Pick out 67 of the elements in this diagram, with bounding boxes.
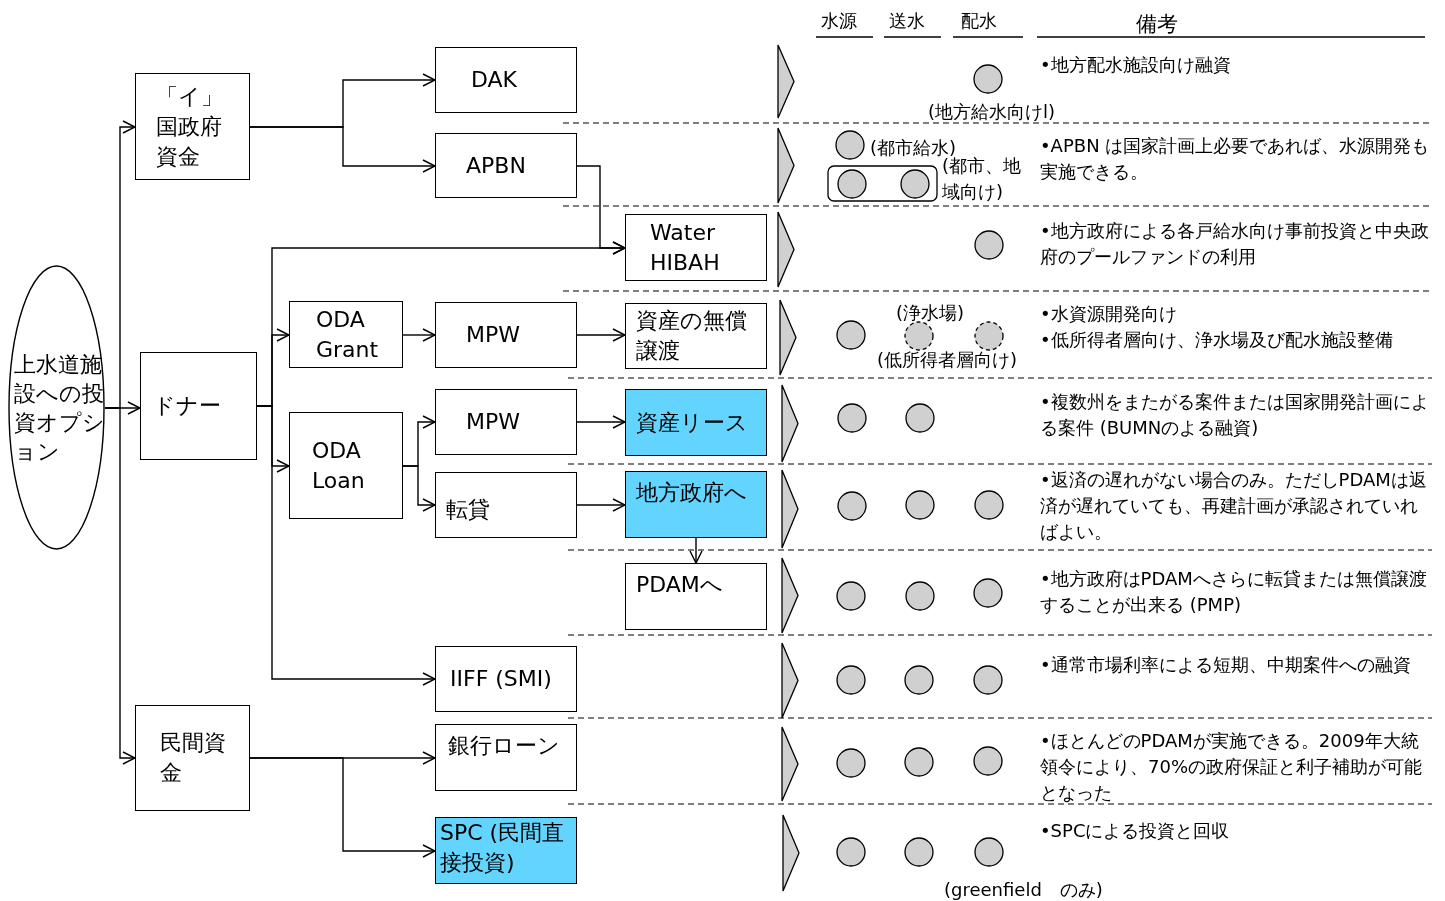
node-label: MPW bbox=[466, 408, 520, 436]
node-label: 銀行ローン bbox=[448, 732, 560, 760]
node-label: MPW bbox=[466, 321, 520, 349]
process-box bbox=[435, 724, 577, 791]
process-box bbox=[625, 389, 767, 456]
note-text: •地方配水施設向け融資 bbox=[1040, 53, 1232, 77]
process-box bbox=[289, 301, 403, 368]
mark-caption: (浄水場) bbox=[896, 301, 966, 325]
node-label: ドナー bbox=[153, 392, 221, 420]
node-label: DAK bbox=[471, 66, 518, 94]
note-text: •ほとんどのPDAMが実施できる。2009年大統領令により、70%の政府保証と利子補助が可能となった bbox=[1040, 729, 1423, 805]
note-text: •低所得者層向け、浄水場及び配水施設整備 bbox=[1040, 328, 1394, 352]
note-text: •SPCによる投資と回収 bbox=[1040, 819, 1231, 843]
node-label: 資産の無償譲渡 bbox=[636, 307, 748, 365]
note-text: •複数州をまたがる案件または国家開発計画による案件 (BUMNのよる融資) bbox=[1040, 390, 1430, 440]
arrow bbox=[402, 465, 436, 512]
note-text: •APBN は国家計画上必要であれば、水源開発も実施できる。 bbox=[1040, 134, 1430, 184]
mark-caption: (都市給水) bbox=[870, 136, 957, 158]
process-box bbox=[435, 302, 577, 368]
process-box bbox=[435, 133, 577, 198]
node-label: PDAMへ bbox=[636, 571, 723, 599]
process-box bbox=[135, 73, 250, 180]
note-text: •返済の遅れがない場合のみ。ただしPDAMは返済が遅れていても、再建計画が承認されていればよい。 bbox=[1040, 468, 1428, 544]
process-box bbox=[289, 412, 403, 519]
mark-caption: (低所得者層向け) bbox=[877, 348, 1019, 372]
arrow bbox=[576, 498, 626, 512]
arrow bbox=[576, 328, 626, 342]
node-label: 民間資金 bbox=[160, 729, 227, 787]
arrow bbox=[689, 537, 703, 564]
process-box bbox=[435, 472, 577, 538]
process-box bbox=[435, 389, 577, 455]
process-box bbox=[435, 817, 577, 884]
note-text: •水資源開発向け bbox=[1040, 302, 1178, 326]
column-header: 送水 bbox=[889, 9, 926, 33]
column-header: 水源 bbox=[821, 9, 858, 33]
process-box bbox=[140, 352, 257, 460]
node-label: Water HIBAH bbox=[650, 218, 721, 277]
process-box bbox=[625, 563, 767, 630]
note-text: •通常市場利率による短期、中期案件への融資 bbox=[1040, 653, 1412, 677]
node-label: APBN bbox=[466, 151, 526, 180]
column-header: 備考 bbox=[1136, 11, 1179, 37]
process-box bbox=[625, 471, 767, 538]
node-label: SPC (民間直接投資) bbox=[440, 819, 566, 877]
arrow bbox=[576, 415, 626, 429]
mark-caption: (都市、地域向け) bbox=[942, 155, 1023, 204]
node-label: 資産リース bbox=[636, 408, 748, 437]
node-label: 転貸 bbox=[446, 496, 490, 524]
node-label: ODA Grant bbox=[316, 305, 380, 364]
node-label: 地方政府へ bbox=[636, 479, 747, 507]
mark-caption: (地方給水向けl) bbox=[928, 100, 1057, 124]
mark-caption: (greenfield のみ) bbox=[944, 878, 1104, 901]
process-box bbox=[625, 214, 767, 281]
process-box bbox=[625, 303, 767, 369]
node-label: 「イ」国政府資金 bbox=[156, 82, 224, 171]
note-text: •地方政府による各戸給水向け事前投資と中央政府のプールファンドの利用 bbox=[1040, 219, 1430, 269]
process-box bbox=[435, 646, 577, 712]
arrow bbox=[104, 407, 136, 765]
process-box bbox=[435, 47, 577, 113]
node-label: 上水道施設への投資オプション bbox=[14, 350, 105, 466]
arrow bbox=[402, 328, 436, 342]
column-header: 配水 bbox=[961, 9, 998, 33]
arrow bbox=[249, 757, 436, 858]
node-label: IIFF (SMI) bbox=[450, 665, 552, 693]
node-label: ODA Loan bbox=[312, 436, 366, 495]
process-box bbox=[135, 705, 250, 811]
arrow bbox=[249, 126, 436, 173]
note-text: •地方政府はPDAMへさらに転貸または無償譲渡することが出来る (PMP) bbox=[1040, 567, 1428, 617]
